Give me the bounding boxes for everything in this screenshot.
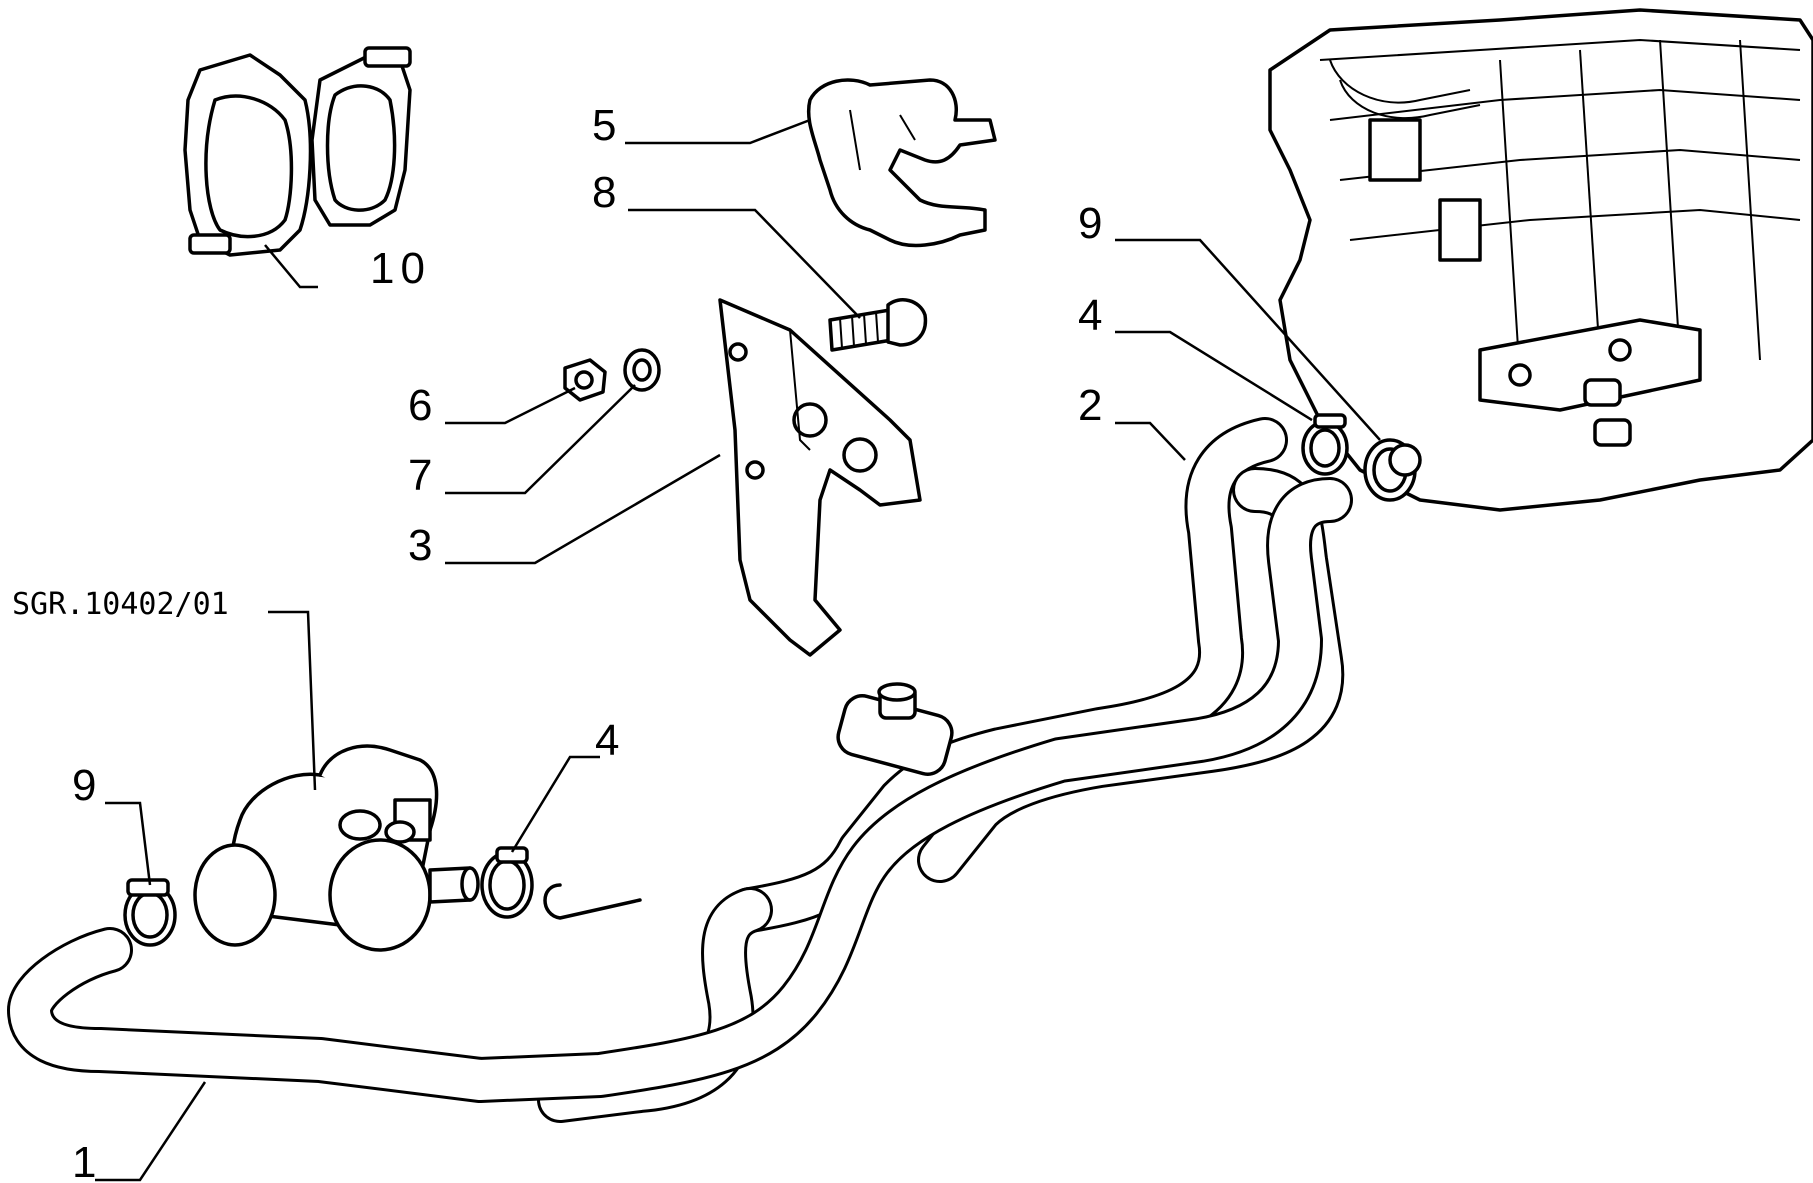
thermostat-housing — [193, 744, 642, 952]
heater-assembly — [1268, 8, 1813, 512]
clamp-set-10 — [183, 46, 412, 257]
clamp-4-upper — [1301, 413, 1349, 476]
callout-1: 1 — [72, 1138, 96, 1183]
callout-2: 2 — [1078, 381, 1102, 430]
nut-6 — [563, 358, 607, 402]
clamp-4-lower — [480, 846, 534, 919]
callout-labels: 10 5 8 6 7 3 9 4 1 2 4 9 SGR.10402/01 — [12, 101, 1102, 1183]
hose-1 — [7, 477, 1353, 1103]
washer-7 — [623, 348, 661, 392]
leader-lines — [95, 118, 1381, 1182]
clip-5 — [807, 78, 997, 248]
reference-code: SGR.10402/01 — [12, 587, 229, 622]
callout-3: 3 — [408, 521, 432, 570]
callout-9-upper: 9 — [1078, 199, 1102, 248]
bolt-8 — [828, 298, 928, 352]
callout-4-upper: 4 — [1078, 291, 1102, 340]
callout-10: 10 — [370, 244, 431, 293]
clamp-9-upper — [1363, 438, 1422, 502]
bracket-3 — [718, 298, 922, 657]
callout-7: 7 — [408, 451, 432, 500]
callout-8: 8 — [592, 168, 616, 217]
callout-9-lower: 9 — [72, 761, 96, 810]
callout-6: 6 — [408, 381, 432, 430]
hose-2 — [537, 417, 1345, 1123]
callout-4-lower: 4 — [595, 716, 619, 765]
clamp-9-lower — [123, 878, 177, 947]
callout-5: 5 — [592, 101, 616, 150]
